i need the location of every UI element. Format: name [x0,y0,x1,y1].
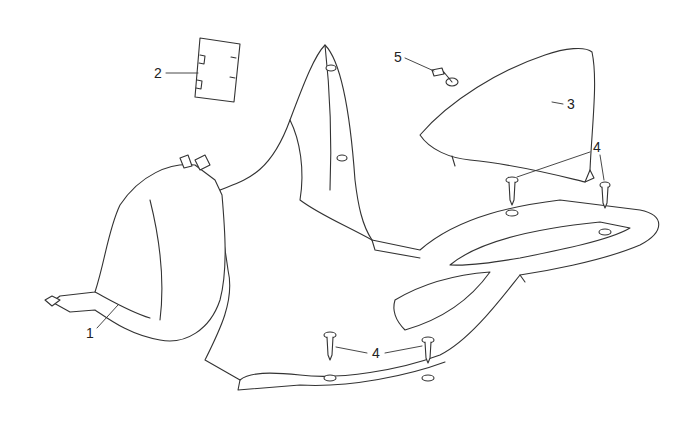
leader-lines [97,58,604,353]
screw [506,177,518,205]
front-shield-edge [95,200,162,320]
floor-groove [450,222,630,265]
callout-number: 1 [86,326,94,340]
seat-trim-edge [452,156,594,182]
screw [600,182,610,208]
tunnel [290,45,372,240]
screw [324,332,336,360]
callout-number: 4 [593,140,601,154]
floor-edge [238,240,525,390]
callout-number: 5 [394,50,402,64]
callout-number: 4 [372,346,380,360]
front-shield-tab [45,155,210,306]
cover-tab [196,55,236,89]
seat-trim [420,48,595,182]
cover-panel [195,38,240,102]
callout-number: 2 [154,66,162,80]
callout-number: 3 [567,97,575,111]
floor-groove [394,272,490,330]
screw [422,337,434,363]
front-shield [52,165,225,341]
screw [432,68,452,82]
floor-panel [205,45,659,380]
